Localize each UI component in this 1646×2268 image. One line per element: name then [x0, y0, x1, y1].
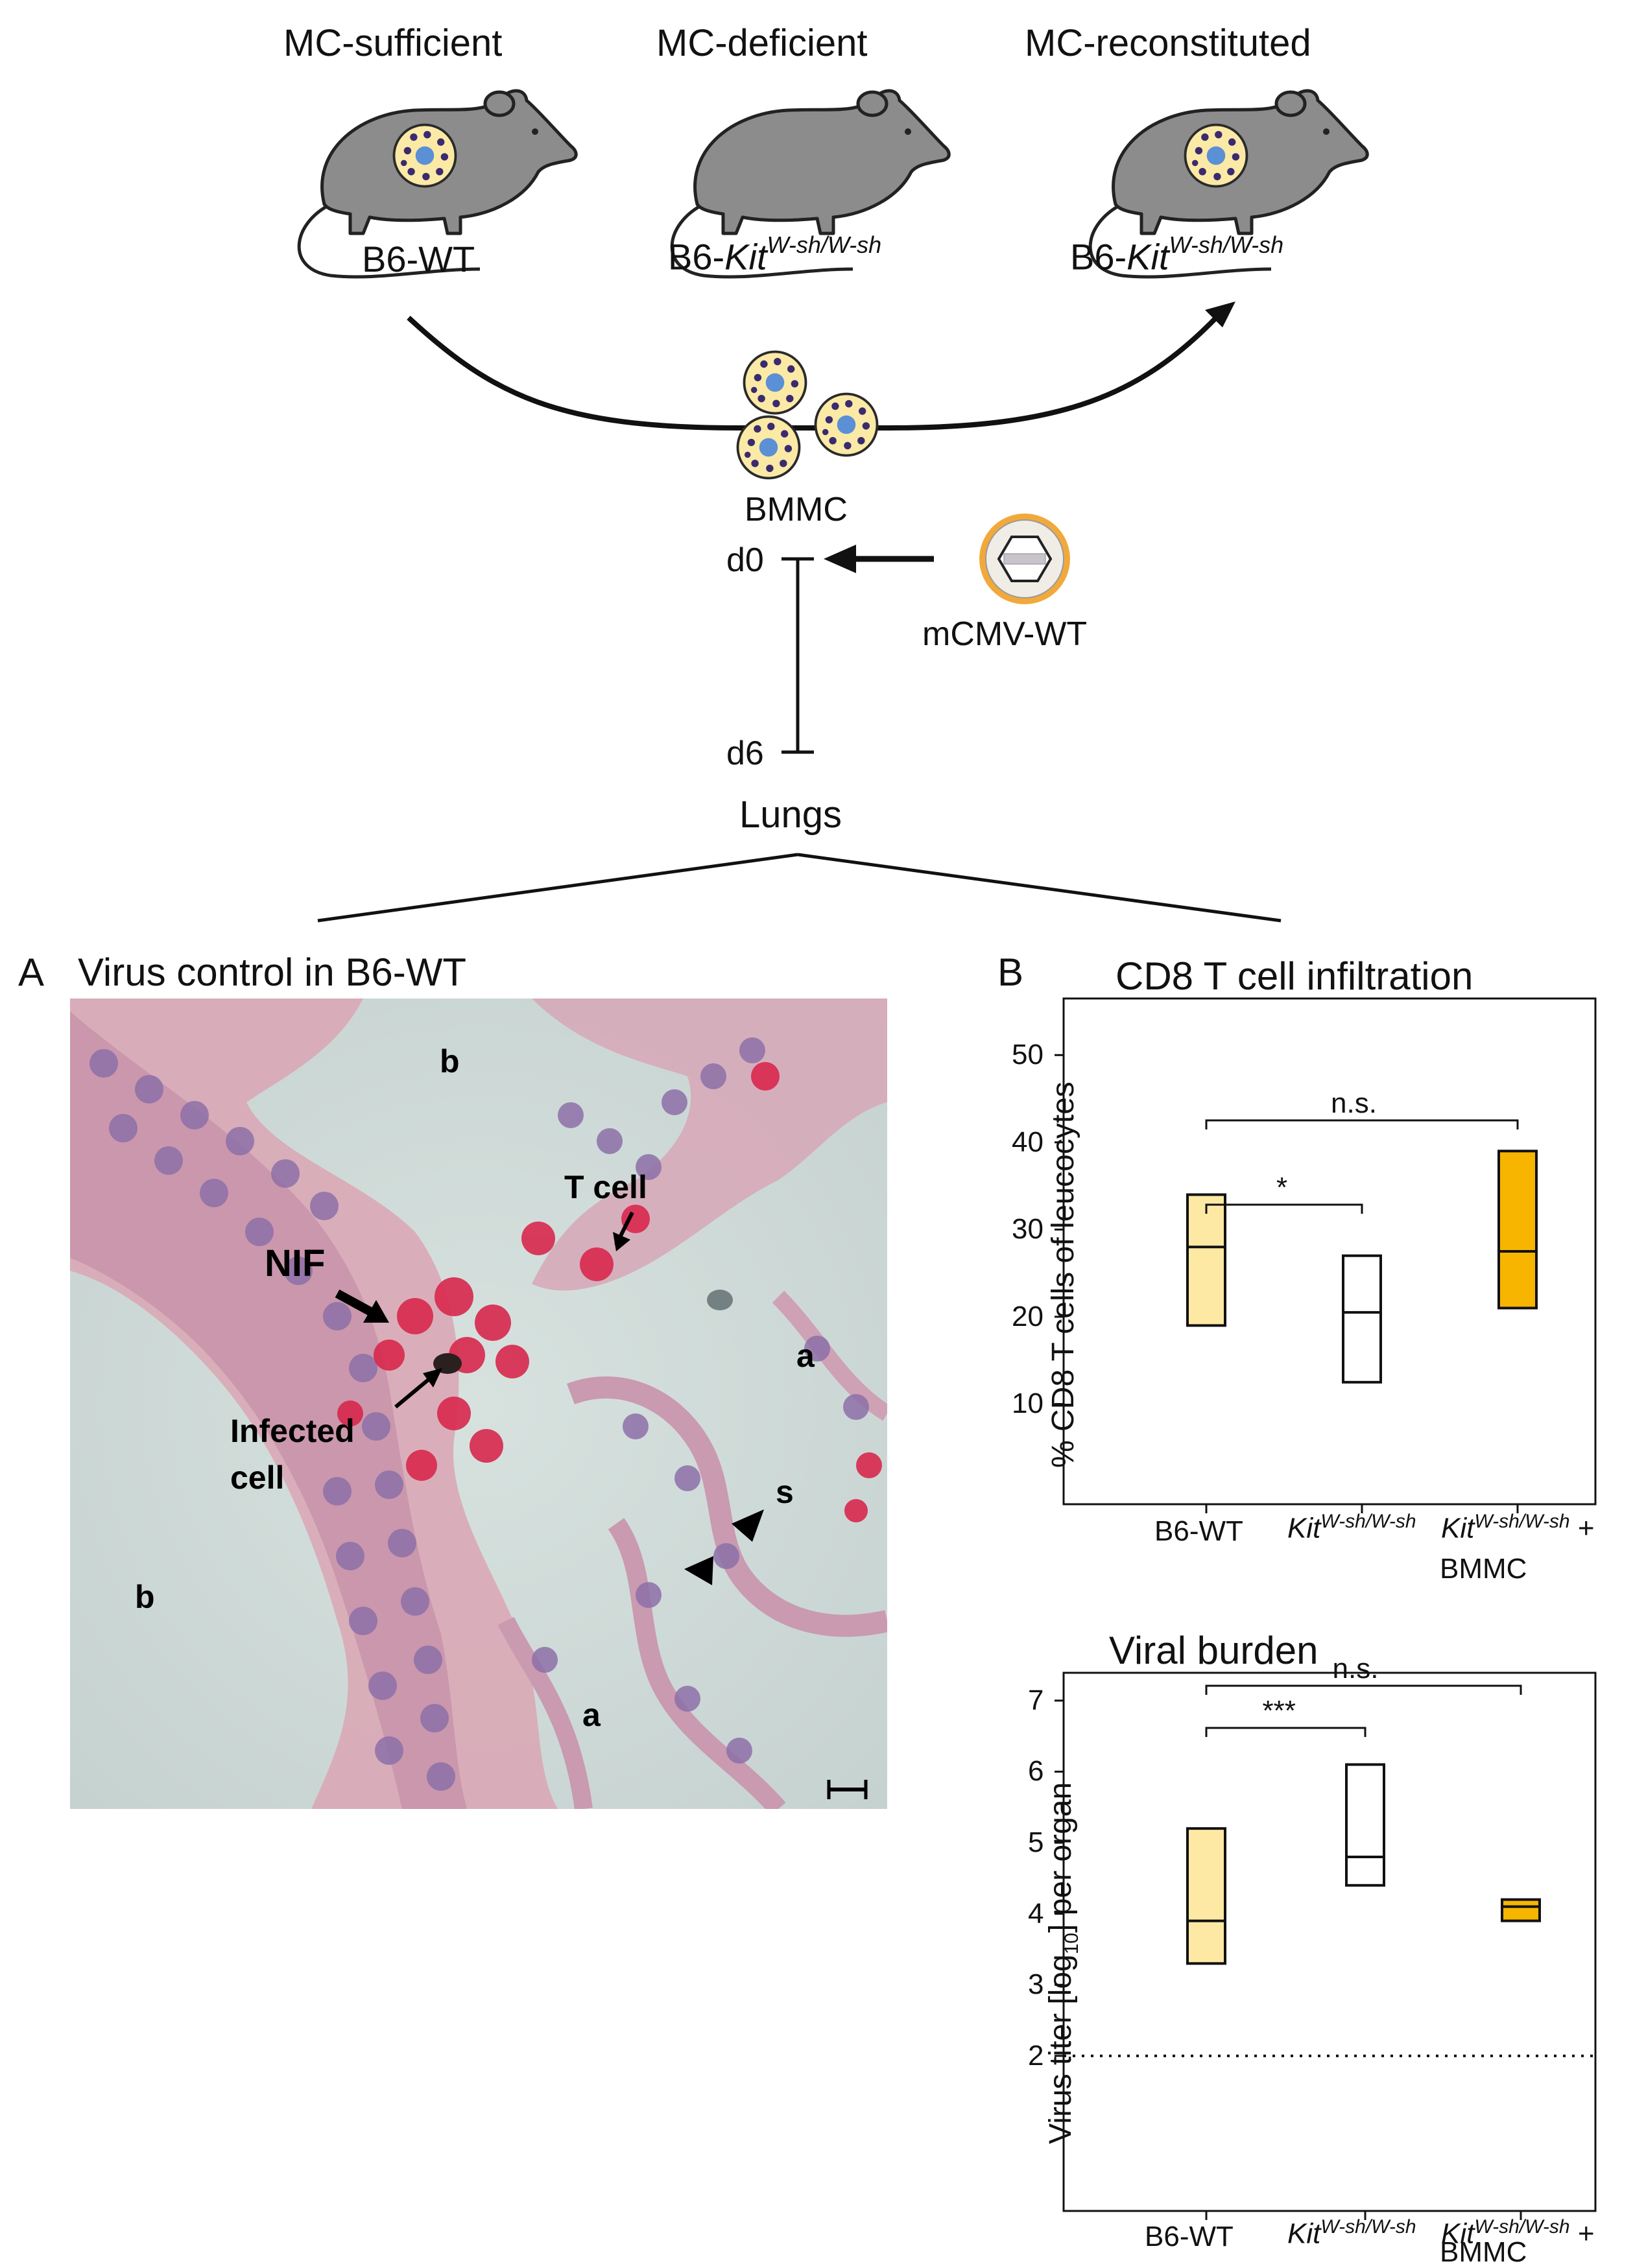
chart1-xcat-2-line2: BMMC — [1440, 1553, 1527, 1585]
annotation-b-top: b — [440, 1043, 460, 1080]
annotation-a-bottom: a — [582, 1697, 601, 1733]
lungs-fan-left — [317, 853, 798, 923]
organ-label: Lungs — [739, 794, 842, 836]
xcat-gene: Kit — [1287, 2217, 1321, 2250]
box-1 — [1345, 1763, 1385, 1887]
y-tick-label: 6 — [1028, 1755, 1044, 1788]
box-0 — [1186, 1193, 1226, 1327]
significance-bracket-0 — [1205, 1203, 1363, 1214]
annotation-s: s — [776, 1474, 794, 1510]
y-tick-label: 40 — [1012, 1126, 1044, 1158]
panel-a-letter: A — [18, 951, 45, 994]
box-0 — [1186, 1827, 1226, 1965]
annotation-b-left: b — [135, 1579, 155, 1615]
virus-icon — [979, 514, 1070, 604]
significance-bracket-0 — [1205, 1727, 1366, 1737]
significance-label-1: n.s. — [1332, 1653, 1379, 1684]
chart2-ylabel: Virus titer [log10] per organ — [1044, 1782, 1082, 2144]
y-tick-label: 30 — [1012, 1213, 1044, 1246]
significance-label-0: *** — [1262, 1695, 1296, 1727]
bmmc-cells — [736, 350, 879, 480]
chart1-xcat-2: KitW-sh/W-sh + — [1441, 1512, 1595, 1543]
significance-bracket-1 — [1205, 1119, 1519, 1129]
xcat-gene: Kit — [1441, 1512, 1475, 1544]
chart1-ylabel: % CD8 T cells of leucocytes — [1046, 1081, 1080, 1468]
chart2-xcat-2: KitW-sh/W-sh + — [1441, 2217, 1595, 2249]
timeline-d6: d6 — [726, 735, 764, 772]
xcat-plus: + — [1577, 2217, 1595, 2250]
chart1-frame — [1062, 997, 1597, 1506]
timeline-d0: d0 — [726, 541, 764, 579]
virus-label: mCMV-WT — [922, 615, 1088, 653]
y-tick-label: 50 — [1012, 1039, 1044, 1071]
group-label-reconstituted: MC-reconstituted — [1025, 22, 1311, 64]
chart2-xcat-0: B6-WT — [1145, 2221, 1234, 2252]
bmmc-label: BMMC — [745, 491, 848, 528]
xcat-gene: Kit — [1287, 1512, 1321, 1544]
strain-gene: Kit — [724, 236, 767, 278]
strain-label-wt: B6-WT — [362, 241, 475, 278]
annotation-infected-2: cell — [230, 1459, 285, 1496]
chart1-plot — [1055, 1054, 1538, 1513]
y-tick-label: 2 — [1028, 2039, 1044, 2072]
annotation-infected-1: Infected — [230, 1413, 355, 1449]
chart2-xcat-1: KitW-sh/W-sh — [1287, 2217, 1416, 2249]
y-tick-label: 5 — [1028, 1826, 1044, 1859]
significance-bracket-1 — [1205, 1684, 1522, 1695]
y-tick-label: 20 — [1012, 1300, 1044, 1332]
y-tick-label: 7 — [1028, 1684, 1044, 1716]
group-label-deficient: MC-deficient — [656, 22, 868, 64]
annotation-a-right: a — [796, 1338, 815, 1374]
panel-a-title: Virus control in B6-WT — [78, 951, 467, 994]
y-tick-label: 4 — [1028, 1897, 1044, 1930]
xcat-allele: W-sh/W-sh — [1320, 1511, 1416, 1532]
significance-label-1: n.s. — [1331, 1087, 1377, 1119]
chart2-title: Viral burden — [1109, 1629, 1318, 1672]
y-tick-label: 3 — [1028, 1968, 1044, 2001]
box-1 — [1342, 1254, 1382, 1384]
chart2-xcat-2-line2: BMMC — [1440, 2236, 1527, 2268]
transfer-arrow — [407, 313, 1221, 431]
annotation-nif: NIF — [265, 1242, 326, 1284]
significance-label-0: * — [1276, 1172, 1288, 1203]
strain-gene: Kit — [1127, 236, 1169, 278]
chart2-frame — [1062, 1671, 1597, 2212]
strain-prefix: B6- — [668, 236, 725, 278]
xcat-gene: Kit — [1441, 2217, 1475, 2250]
chart2-plot — [1055, 1684, 1595, 2220]
strain-label-reconstituted: B6-KitW-sh/W-sh — [1070, 233, 1283, 278]
strain-prefix: B6-WT — [362, 239, 475, 279]
chart1-xcat-0: B6-WT — [1154, 1515, 1243, 1547]
xcat-allele: W-sh/W-sh — [1474, 2216, 1570, 2238]
xcat-allele: W-sh/W-sh — [1320, 2216, 1416, 2238]
xcat-plus: + — [1577, 1512, 1595, 1544]
strain-label-deficient: B6-KitW-sh/W-sh — [668, 233, 881, 278]
chart1-title: CD8 T cell infiltration — [1115, 954, 1473, 998]
strain-prefix: B6- — [1070, 236, 1127, 278]
strain-allele: W-sh/W-sh — [767, 231, 882, 258]
strain-allele: W-sh/W-sh — [1169, 231, 1284, 258]
box-2 — [1501, 1898, 1541, 1922]
group-label-sufficient: MC-sufficient — [283, 22, 503, 64]
lungs-fan-right — [797, 853, 1282, 923]
chart1-xcat-1: KitW-sh/W-sh — [1287, 1512, 1416, 1543]
panel-b-letter: B — [997, 951, 1024, 994]
box-2 — [1497, 1150, 1538, 1310]
xcat-allele: W-sh/W-sh — [1474, 1511, 1570, 1532]
annotation-t-cell: T cell — [564, 1169, 647, 1205]
y-tick-label: 10 — [1012, 1388, 1044, 1420]
histology-image — [70, 998, 887, 1809]
